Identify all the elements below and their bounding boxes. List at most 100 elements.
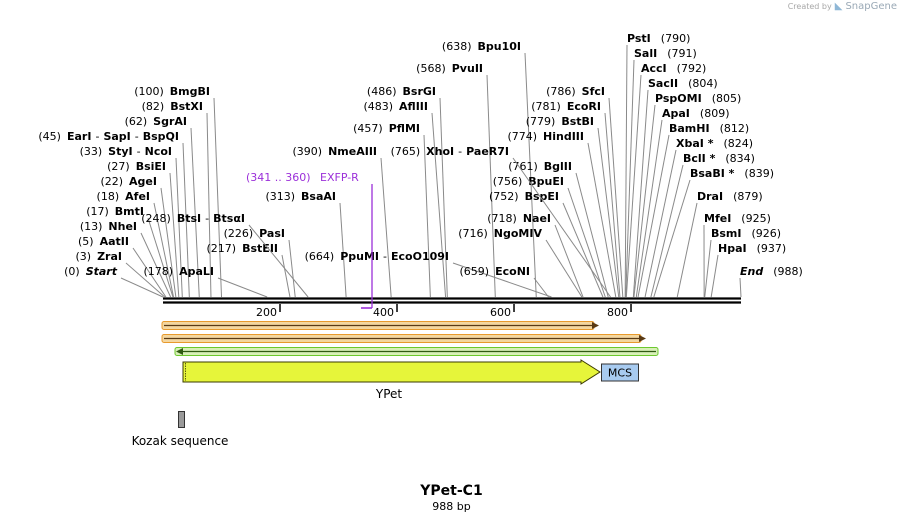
- feature-kozak[interactable]: Kozak sequence: [132, 411, 229, 449]
- site-afei[interactable]: AfeI(18): [97, 190, 175, 298]
- site-xhoi[interactable]: PaeR7I-XhoI(765): [391, 145, 611, 298]
- site-nmeaiii[interactable]: NmeAIII(390): [292, 145, 392, 298]
- site-name[interactable]: BsiEI: [136, 160, 166, 173]
- site-afliii[interactable]: AflIII(483): [363, 100, 447, 298]
- site-name[interactable]: BglII: [544, 160, 572, 173]
- site-name[interactable]: NmeAIII: [328, 145, 377, 158]
- site-name[interactable]: AatII: [100, 235, 129, 248]
- site-name[interactable]: MfeI: [704, 212, 731, 225]
- site-eari[interactable]: BspQI-SapI-EarI(45): [38, 130, 190, 298]
- site-pflmi[interactable]: PflMI(457): [353, 122, 431, 298]
- site-name[interactable]: BspQI: [143, 130, 179, 143]
- site-name[interactable]: XhoI: [426, 145, 454, 158]
- site-name[interactable]: NgoMIV: [494, 227, 543, 240]
- site-agei[interactable]: AgeI(22): [100, 175, 177, 298]
- site-bsrgi[interactable]: BsrGI(486): [367, 85, 448, 298]
- site-name[interactable]: BsmI: [711, 227, 742, 240]
- site-name[interactable]: AflIII: [399, 100, 428, 113]
- feature-ypet[interactable]: YPet: [182, 359, 601, 401]
- site-name[interactable]: BtsI: [177, 212, 201, 225]
- site-apali[interactable]: ApaLI(178): [143, 265, 268, 298]
- orf-arrow-1[interactable]: [161, 321, 599, 330]
- site-bglii[interactable]: BglII(761): [508, 160, 609, 298]
- site-end[interactable]: End(988): [739, 265, 803, 298]
- site-bsteii[interactable]: BstEII(217): [207, 242, 291, 298]
- site-drai[interactable]: DraI(879): [676, 190, 763, 298]
- site-sfci[interactable]: SfcI(786): [546, 85, 624, 298]
- primer-name[interactable]: EXFP-R: [320, 171, 359, 184]
- site-sali[interactable]: SalI(791): [625, 47, 697, 298]
- site-bmti[interactable]: BmtI(17): [86, 205, 174, 298]
- site-name[interactable]: EarI: [67, 130, 91, 143]
- site-name[interactable]: BstBI: [561, 115, 594, 128]
- site-name[interactable]: ApaLI: [179, 265, 214, 278]
- site-mfei[interactable]: MfeI(925): [703, 212, 771, 298]
- orf-arrow-3[interactable]: [174, 347, 659, 356]
- site-name[interactable]: SacII: [648, 77, 678, 90]
- site-hpai[interactable]: HpaI(937): [710, 242, 786, 298]
- site-name[interactable]: XbaI *: [676, 137, 714, 150]
- site-name[interactable]: HindIII: [543, 130, 584, 143]
- site-name[interactable]: ApaI: [662, 107, 690, 120]
- site-name[interactable]: Start: [86, 265, 118, 278]
- site-name[interactable]: End: [740, 265, 763, 278]
- site-bstbi[interactable]: BstBI(779): [526, 115, 620, 298]
- site-bpuei[interactable]: BpuEI(756): [493, 175, 606, 298]
- site-name[interactable]: BmtI: [115, 205, 144, 218]
- site-name[interactable]: BsrGI: [403, 85, 436, 98]
- site-bsmi[interactable]: BsmI(926): [704, 227, 781, 298]
- site-name[interactable]: BtsαI: [213, 212, 245, 225]
- site-name[interactable]: EcoO109I: [391, 250, 449, 263]
- site-styi[interactable]: NcoI-StyI(33): [80, 145, 183, 298]
- site-nhei[interactable]: NheI(13): [80, 220, 172, 298]
- site-start[interactable]: Start(0): [64, 265, 164, 298]
- site-apai[interactable]: ApaI(809): [635, 107, 730, 298]
- site-name[interactable]: SgrAI: [153, 115, 187, 128]
- site-econi[interactable]: EcoNI(659): [460, 265, 549, 298]
- site-bcli[interactable]: BclI *(834): [650, 152, 755, 298]
- site-sgrai[interactable]: SgrAI(62): [125, 115, 200, 298]
- site-ecori[interactable]: EcoRI(781): [531, 100, 621, 298]
- site-name[interactable]: ZraI: [97, 250, 122, 263]
- site-name[interactable]: EcoRI: [567, 100, 601, 113]
- site-name[interactable]: SapI: [103, 130, 130, 143]
- site-psti[interactable]: PstI(790): [624, 32, 690, 298]
- site-name[interactable]: HpaI: [718, 242, 747, 255]
- site-name[interactable]: SalI: [634, 47, 657, 60]
- site-name[interactable]: PasI: [259, 227, 285, 240]
- site-name[interactable]: BpuEI: [528, 175, 564, 188]
- site-bpu10i[interactable]: Bpu10I(638): [442, 40, 537, 298]
- site-ppumi[interactable]: EcoO109I-PpuMI(664): [305, 250, 552, 298]
- site-name[interactable]: BclI *: [683, 152, 716, 165]
- site-name[interactable]: BsaBI *: [690, 167, 735, 180]
- site-name[interactable]: SfcI: [582, 85, 605, 98]
- site-zrai[interactable]: ZraI(3): [75, 250, 166, 298]
- site-naei[interactable]: NaeI(718): [487, 212, 584, 298]
- site-name[interactable]: NheI: [108, 220, 137, 233]
- site-aatii[interactable]: AatII(5): [78, 235, 167, 298]
- site-name[interactable]: PaeR7I: [466, 145, 509, 158]
- site-bamhi[interactable]: BamHI(812): [637, 122, 749, 298]
- site-name[interactable]: PflMI: [389, 122, 420, 135]
- site-pvuii[interactable]: PvuII(568): [416, 62, 496, 298]
- site-bspei[interactable]: BspEI(752): [489, 190, 604, 298]
- site-xbai[interactable]: XbaI *(824): [644, 137, 753, 298]
- site-name[interactable]: BspEI: [525, 190, 559, 203]
- site-name[interactable]: Bpu10I: [478, 40, 522, 53]
- site-bsabi[interactable]: BsaBI *(839): [653, 167, 774, 298]
- site-hindiii[interactable]: HindIII(774): [507, 130, 617, 298]
- site-name[interactable]: BstEII: [242, 242, 278, 255]
- site-name[interactable]: PspOMI: [655, 92, 702, 105]
- site-name[interactable]: PvuII: [452, 62, 483, 75]
- site-acci[interactable]: AccI(792): [625, 62, 706, 298]
- site-bsiei[interactable]: BsiEI(27): [107, 160, 180, 298]
- site-name[interactable]: NcoI: [145, 145, 172, 158]
- site-name[interactable]: BsaAI: [301, 190, 336, 203]
- site-name[interactable]: AccI: [641, 62, 667, 75]
- site-name[interactable]: AgeI: [129, 175, 157, 188]
- feature-mcs[interactable]: MCS: [601, 363, 639, 382]
- site-btsi[interactable]: BtsαI-BtsI(248): [141, 212, 309, 298]
- site-name[interactable]: BmgBI: [170, 85, 210, 98]
- site-bstxi[interactable]: BstXI(82): [142, 100, 212, 298]
- site-pasi[interactable]: PasI(226): [224, 227, 296, 298]
